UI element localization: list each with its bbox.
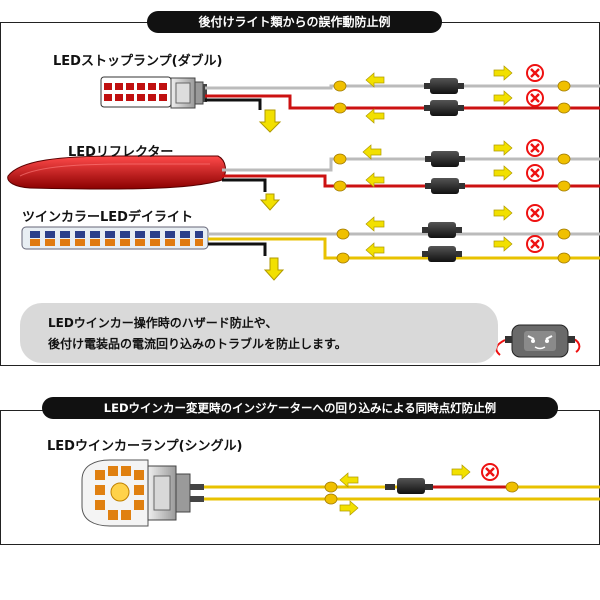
note-bubble [20, 303, 498, 363]
note-line-1: LEDウインカー操作時のハザード防止や、 [48, 316, 278, 330]
reflector-label: LEDリフレクター [68, 145, 174, 160]
stop-lamp-bulb-icon [100, 76, 207, 109]
note-text: LEDウインカー操作時のハザード防止や、 後付け電装品の電流回り込みのトラブルを… [48, 313, 347, 355]
diode-mascot-icon [495, 324, 581, 358]
day-light-bar-icon [21, 226, 209, 250]
note-line-2: 後付け電装品の電流回り込みのトラブルを防止します。 [48, 337, 347, 351]
day-light-label: ツインカラーLEDデイライト [22, 210, 193, 225]
bottom-panel-title: LEDウインカー変更時のインジケーターへの回り込みによる同時点灯防止例 [42, 397, 558, 419]
reflector-icon [7, 155, 226, 190]
stop-lamp-label: LEDストップランプ(ダブル) [53, 54, 223, 69]
winker-lamp-label: LEDウインカーランプ(シングル) [47, 439, 243, 454]
winker-lamp-bulb-icon [81, 459, 204, 527]
top-panel-title: 後付けライト類からの誤作動防止例 [147, 11, 442, 33]
